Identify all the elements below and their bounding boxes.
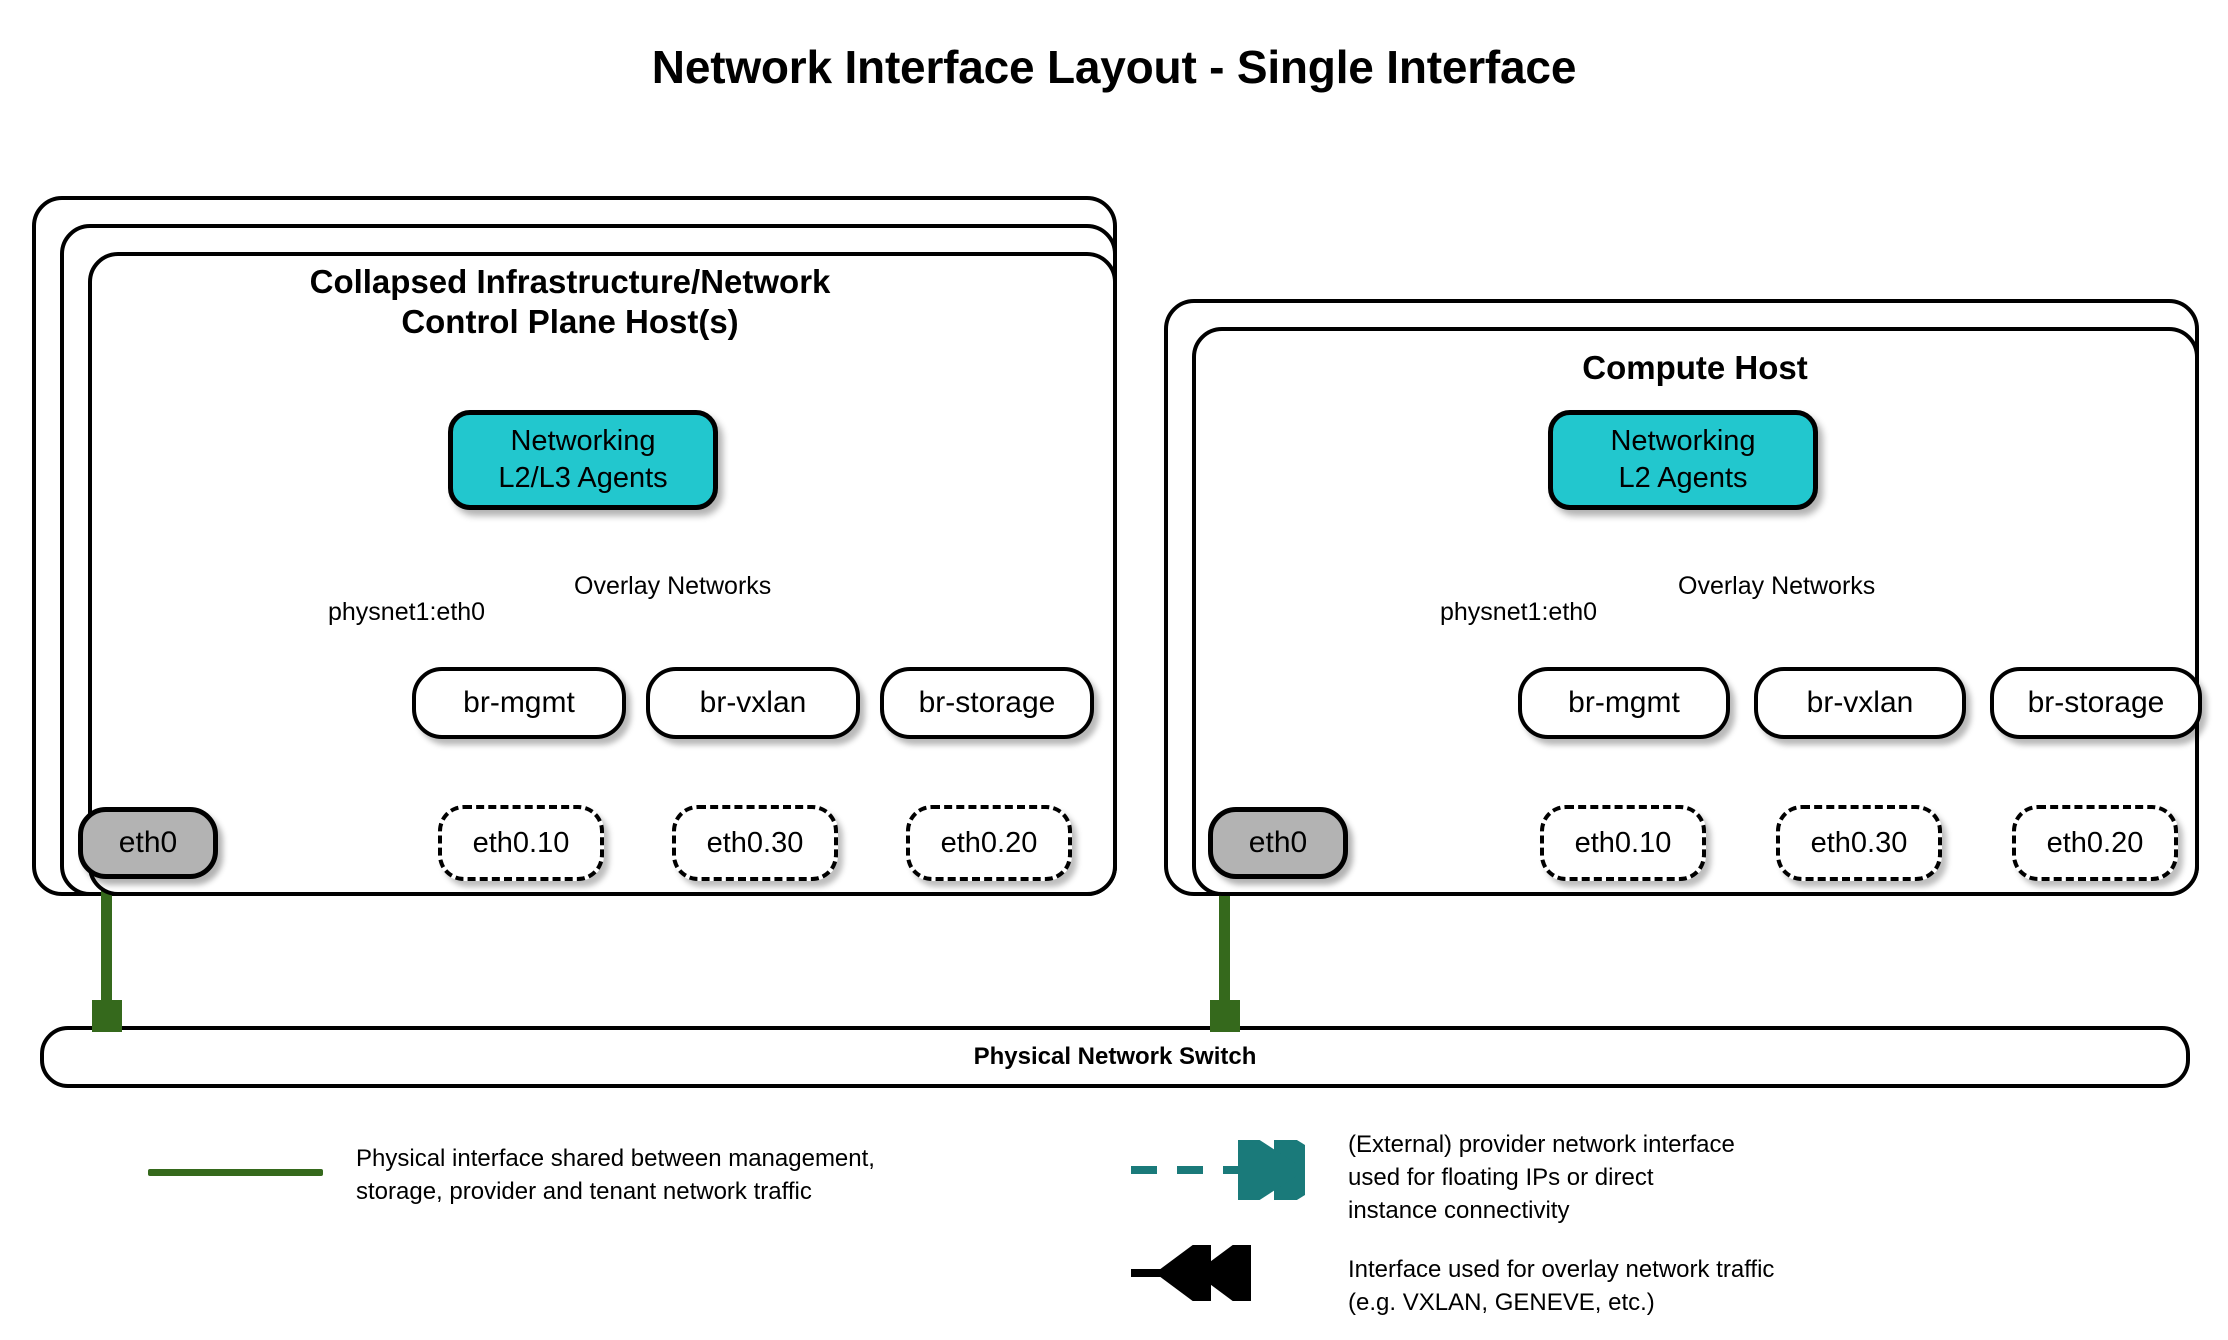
bridge-br-storage-control-plane[interactable]: br-storage <box>880 667 1094 739</box>
legend-provider-network-interface-text: (External) provider network interface us… <box>1348 1131 1735 1225</box>
legend-overlay-network-interface-marker <box>1131 1245 1251 1301</box>
switch-port-control-plane <box>92 1000 122 1032</box>
host-title-compute: Compute Host <box>1582 349 1808 386</box>
legend-physical-interface-marker <box>148 1169 323 1176</box>
uplink-line-control-plane <box>101 875 112 1020</box>
legend-physical-interface-text: Physical interface shared between manage… <box>356 1145 875 1206</box>
networking-agents-box-compute[interactable]: Networking L2 Agents <box>1548 410 1818 510</box>
switch-port-compute <box>1210 1000 1240 1032</box>
vlan-eth0-20-control-plane[interactable]: eth0.20 <box>906 805 1072 881</box>
vlan-eth0-30-control-plane[interactable]: eth0.30 <box>672 805 838 881</box>
page-title: Network Interface Layout - Single Interf… <box>651 41 1577 93</box>
physical-network-switch[interactable]: Physical Network Switch <box>40 1026 2190 1088</box>
legend-provider-network-interface-marker <box>1131 1140 1305 1200</box>
physical-interface-eth0-compute[interactable]: eth0 <box>1208 807 1348 879</box>
physical-interface-eth0-control-plane[interactable]: eth0 <box>78 807 218 879</box>
vlan-eth0-20-compute[interactable]: eth0.20 <box>2012 805 2178 881</box>
uplink-line-compute <box>1219 875 1230 1020</box>
overlay-edge-label-control-plane: Overlay Networks <box>574 572 772 600</box>
legend-overlay-network-interface-text: Interface used for overlay network traff… <box>1348 1256 1775 1317</box>
bridge-br-mgmt-control-plane[interactable]: br-mgmt <box>412 667 626 739</box>
bridge-br-mgmt-compute[interactable]: br-mgmt <box>1518 667 1730 739</box>
vlan-eth0-30-compute[interactable]: eth0.30 <box>1776 805 1942 881</box>
provider-edge-label-compute: physnet1:eth0 <box>1440 598 1598 626</box>
networking-agents-box-control-plane[interactable]: Networking L2/L3 Agents <box>448 410 718 510</box>
bridge-br-vxlan-compute[interactable]: br-vxlan <box>1754 667 1966 739</box>
bridge-br-vxlan-control-plane[interactable]: br-vxlan <box>646 667 860 739</box>
bridge-br-storage-compute[interactable]: br-storage <box>1990 667 2202 739</box>
overlay-edge-label-compute: Overlay Networks <box>1678 572 1876 600</box>
vlan-eth0-10-control-plane[interactable]: eth0.10 <box>438 805 604 881</box>
host-title-control-plane: Collapsed Infrastructure/Network Control… <box>309 263 831 341</box>
switch-label: Physical Network Switch <box>973 1043 1257 1070</box>
provider-edge-label-control-plane: physnet1:eth0 <box>328 598 486 626</box>
vlan-eth0-10-compute[interactable]: eth0.10 <box>1540 805 1706 881</box>
